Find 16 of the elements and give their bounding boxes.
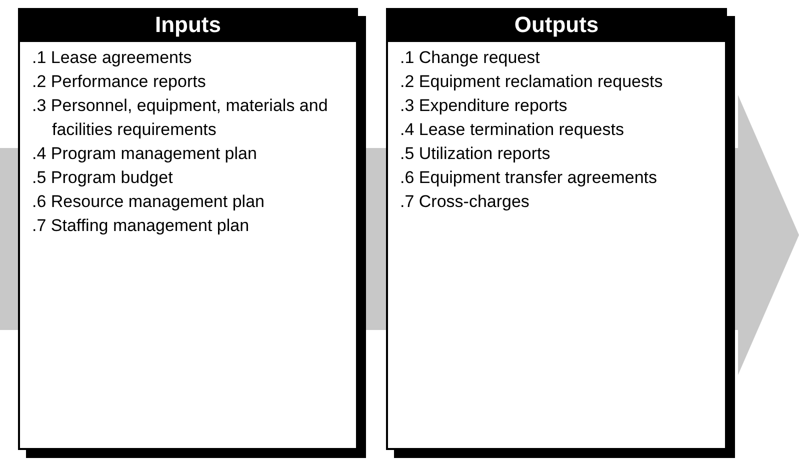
- list-item: .1 Lease agreements: [32, 47, 193, 69]
- list-item: .2 Performance reports: [32, 71, 207, 93]
- list-item: .6 Equipment transfer agreements: [400, 167, 658, 189]
- list-item: .2 Equipment reclamation requests: [400, 71, 664, 93]
- list-item: .1 Change request: [400, 47, 541, 69]
- list-item: .5 Program budget: [32, 167, 174, 189]
- list-item: .4 Lease termination requests: [400, 119, 625, 141]
- list-item: .7 Staffing management plan: [32, 215, 250, 237]
- list-item: .5 Utilization reports: [400, 143, 552, 165]
- card-header: Inputs: [20, 10, 356, 42]
- list-item: .3 Expenditure reports: [400, 95, 568, 117]
- card-header: Outputs: [388, 10, 725, 42]
- list-item: .4 Program management plan: [32, 143, 258, 165]
- list-item: .3 Personnel, equipment, materials and facilities requirements: [32, 95, 329, 141]
- list-item: .6 Resource management plan: [32, 191, 266, 213]
- list-item: .7 Cross-charges: [400, 191, 530, 213]
